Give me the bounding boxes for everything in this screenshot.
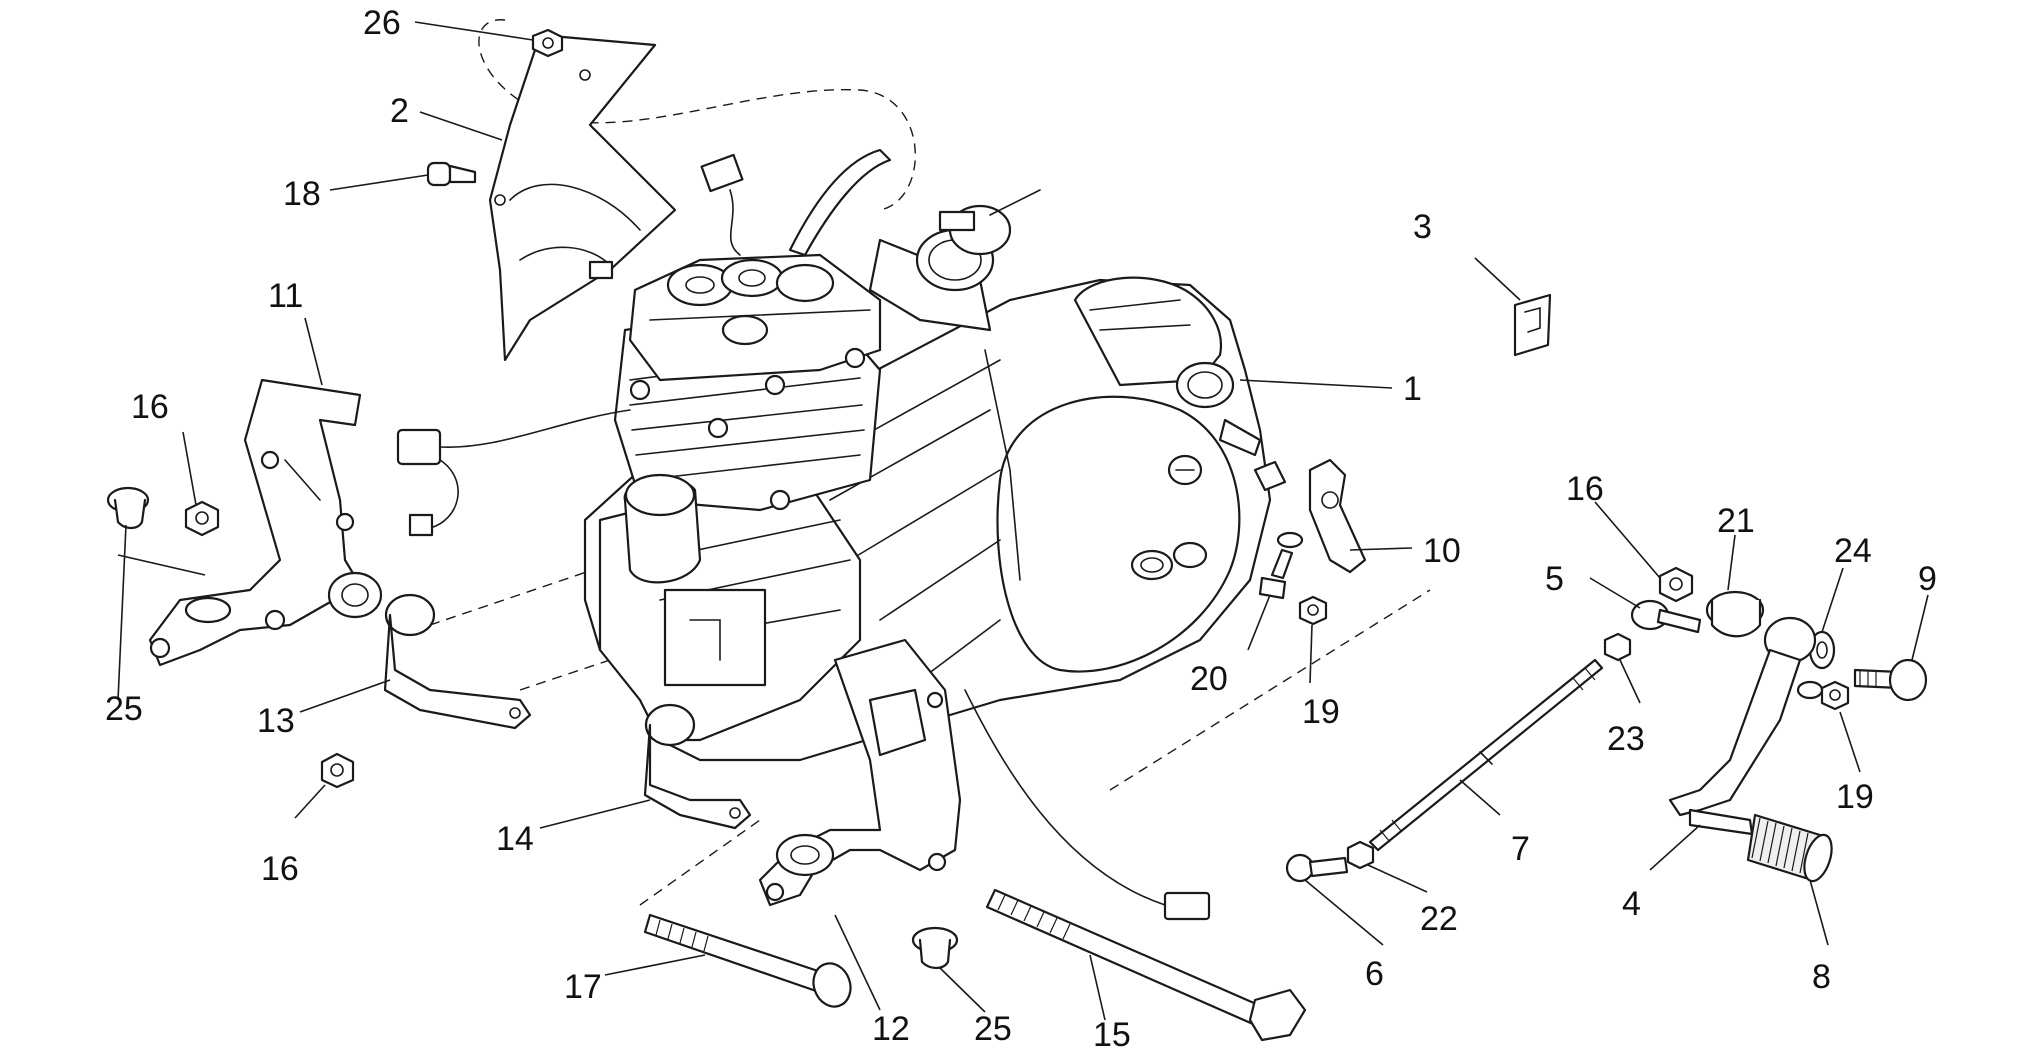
callout-18: 18 <box>283 175 321 213</box>
part-19-nut-center <box>1298 595 1328 626</box>
part-25-bushing-left <box>106 486 150 530</box>
callout-16-right: 16 <box>1566 470 1604 508</box>
part-16-nut-left-top <box>184 500 220 537</box>
part-13-link <box>383 593 532 730</box>
callout-1: 1 <box>1403 370 1422 408</box>
part-14-link <box>643 703 752 830</box>
callout-7: 7 <box>1511 830 1530 868</box>
callout-15: 15 <box>1093 1016 1131 1048</box>
part-16-nut-left-bottom <box>320 752 355 789</box>
part-17-bolt <box>643 913 852 1008</box>
callout-23: 23 <box>1607 720 1645 758</box>
part-19-nut-right <box>1820 680 1850 711</box>
part-7-shift-rod <box>1368 658 1604 852</box>
part-5-ball-joint <box>1630 599 1702 634</box>
callout-14: 14 <box>496 820 534 858</box>
callout-2: 2 <box>390 92 409 130</box>
part-18-bolt <box>426 161 477 187</box>
callout-12: 12 <box>872 1010 910 1048</box>
part-3-clip <box>1513 293 1552 357</box>
part-10-lever <box>1308 458 1367 574</box>
callout-5: 5 <box>1545 560 1564 598</box>
callout-24: 24 <box>1834 532 1872 570</box>
callout-6: 6 <box>1365 955 1384 993</box>
callout-8: 8 <box>1812 958 1831 996</box>
part-9-pivot-bolt <box>1853 658 1928 702</box>
part-16-nut-right <box>1658 566 1694 603</box>
callout-26: 26 <box>363 4 401 42</box>
callout-9: 9 <box>1918 560 1937 598</box>
callout-labels: 26 2 18 11 16 25 13 16 14 17 12 25 15 3 … <box>105 4 1937 1048</box>
callout-3: 3 <box>1413 208 1432 246</box>
part-8-foot-peg-rubber <box>1746 813 1833 883</box>
callout-25-bottom: 25 <box>974 1010 1012 1048</box>
callout-25-left: 25 <box>105 690 143 728</box>
part-23-nut <box>1603 632 1632 662</box>
part-6-ball-joint <box>1285 853 1349 883</box>
part-11-left-bracket <box>148 378 383 667</box>
callout-22: 22 <box>1420 900 1458 938</box>
engine-assembly <box>396 148 1287 921</box>
callout-19-center: 19 <box>1302 693 1340 731</box>
part-21-spacer <box>1705 590 1765 638</box>
callout-21: 21 <box>1717 502 1755 540</box>
callout-16-left-top: 16 <box>131 388 169 426</box>
callout-20: 20 <box>1190 660 1228 698</box>
part-26-nut <box>531 28 564 58</box>
part-2-sprocket-cover <box>488 33 677 362</box>
part-25-bushing-bottom <box>911 926 959 970</box>
part-4-shift-lever <box>1668 616 1824 836</box>
callout-17: 17 <box>564 968 602 1006</box>
leader-lines <box>117 21 1929 1021</box>
callout-4: 4 <box>1622 885 1641 923</box>
callout-11: 11 <box>268 277 303 315</box>
part-15-long-bolt <box>985 888 1307 1042</box>
callout-16-left-bottom: 16 <box>261 850 299 888</box>
callout-19-right: 19 <box>1836 778 1874 816</box>
part-12-right-bracket <box>758 638 962 907</box>
callout-13: 13 <box>257 702 295 740</box>
part-20-bolt <box>1258 531 1304 600</box>
callout-10: 10 <box>1423 532 1461 570</box>
part-22-nut <box>1346 840 1375 870</box>
